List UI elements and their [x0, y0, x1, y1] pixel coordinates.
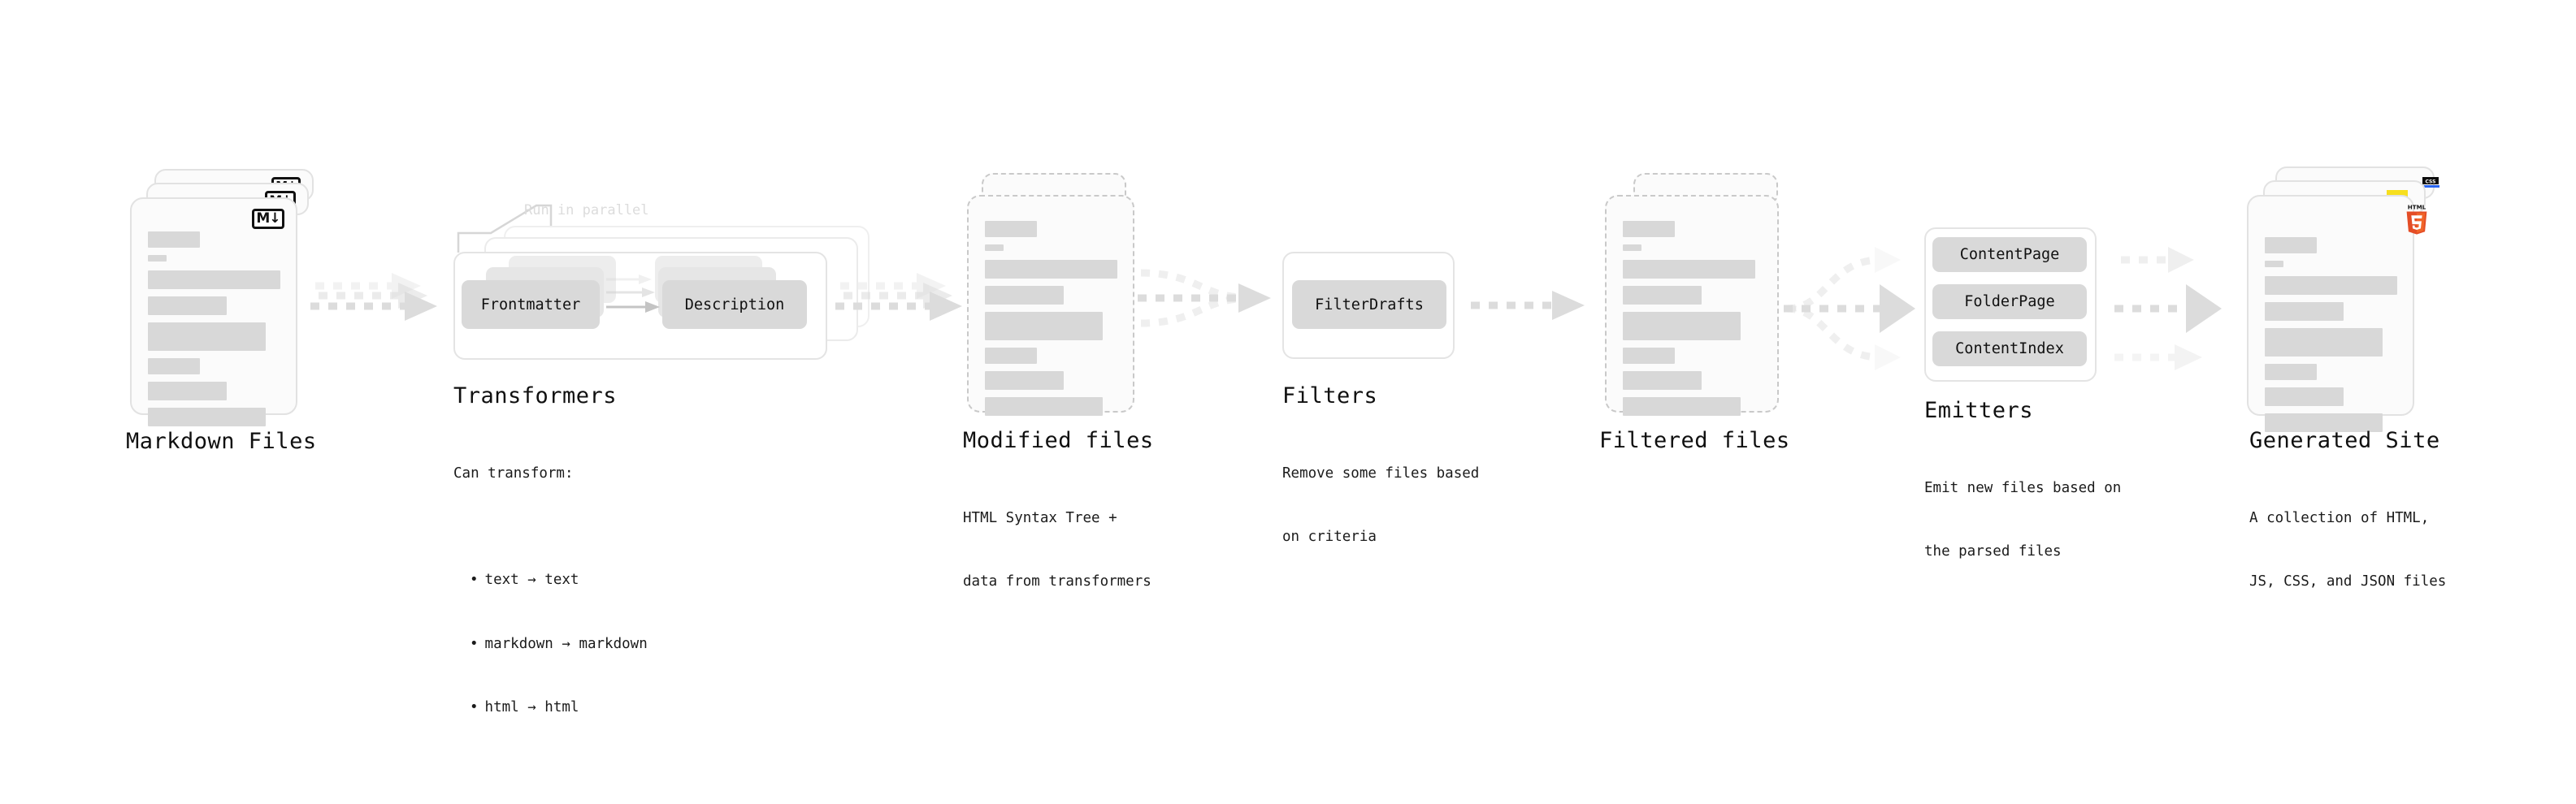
markdown-logo-icon: M↓	[252, 209, 284, 229]
emitters-chip-contentindex[interactable]: ContentIndex	[1932, 331, 2087, 366]
filters-subcaption-line1: Remove some files based	[1282, 465, 1480, 482]
generated-site-subcaption-line1: A collection of HTML,	[2249, 509, 2430, 526]
doc-placeholder-lines	[148, 231, 283, 434]
modified-files-subcaption-line1: HTML Syntax Tree +	[963, 509, 1117, 526]
site-file-card-html: HTML	[2247, 195, 2427, 432]
transformers-note: Can transform: text → text markdown → ma…	[453, 420, 648, 804]
arrow-filtered-to-emitters	[1784, 247, 1915, 370]
pipeline-diagram: M↓ M↓ M↓ Markdown Files	[0, 0, 2576, 681]
filtered-file-card-front	[1605, 195, 1779, 416]
modified-files-subcaption: HTML Syntax Tree + data from transformer…	[963, 465, 1151, 635]
filtered-files-caption: Filtered files	[1599, 428, 1790, 453]
filters-caption: Filters	[1282, 383, 1378, 408]
transformers-caption: Transformers	[453, 383, 618, 408]
transformers-bullet-0: text → text	[470, 569, 648, 590]
svg-text:CSS: CSS	[2426, 179, 2436, 185]
emitters-subcaption-line1: Emit new files based on	[1924, 479, 2122, 496]
markdown-files-caption: Markdown Files	[126, 429, 317, 454]
generated-site-subcaption-line2: JS, CSS, and JSON files	[2249, 573, 2447, 590]
emitters-subcaption: Emit new files based on the parsed files	[1924, 434, 2121, 605]
filters-subcaption-line2: on criteria	[1282, 529, 1377, 546]
transformers-note-heading: Can transform:	[453, 465, 574, 482]
emitters-subcaption-line2: the parsed files	[1924, 543, 2062, 560]
arrow-markdown-to-transformers	[310, 273, 437, 321]
arrow-modified-to-filters	[1138, 269, 1271, 327]
emitters-caption: Emitters	[1924, 398, 2034, 423]
arrow-filters-to-filtered	[1471, 291, 1585, 320]
modified-files-subcaption-line2: data from transformers	[963, 573, 1151, 590]
modified-file-card-front	[967, 195, 1134, 416]
doc-placeholder-lines	[985, 221, 1120, 423]
transformer-chip-frontmatter[interactable]: Frontmatter	[462, 280, 600, 329]
markdown-file-card-front: M↓	[130, 197, 297, 426]
emitters-chip-folderpage[interactable]: FolderPage	[1932, 284, 2087, 319]
transformer-chip-description[interactable]: Description	[662, 280, 807, 329]
transformers-bullet-2: html → html	[470, 697, 648, 718]
transformer-inner-arrows	[606, 274, 660, 313]
doc-placeholder-lines	[2265, 237, 2400, 439]
run-in-parallel-bracket	[457, 204, 553, 253]
doc-placeholder-lines	[1623, 221, 1764, 423]
modified-files-caption: Modified files	[963, 428, 1154, 453]
generated-site-caption: Generated Site	[2249, 428, 2440, 453]
arrow-emitters-to-site	[2114, 247, 2222, 370]
filters-subcaption: Remove some files based on criteria	[1282, 420, 1479, 590]
emitters-chip-contentpage[interactable]: ContentPage	[1932, 237, 2087, 272]
transformers-bullet-list: text → text markdown → markdown html → h…	[453, 526, 648, 761]
svg-text:HTML: HTML	[2408, 204, 2426, 211]
run-in-parallel-label: Run in parallel	[524, 202, 649, 218]
transformers-bullet-1: markdown → markdown	[470, 633, 648, 655]
arrow-transformers-to-modified	[835, 273, 962, 321]
generated-site-subcaption: A collection of HTML, JS, CSS, and JSON …	[2249, 465, 2446, 635]
filters-chip-filterdrafts[interactable]: FilterDrafts	[1292, 280, 1446, 329]
